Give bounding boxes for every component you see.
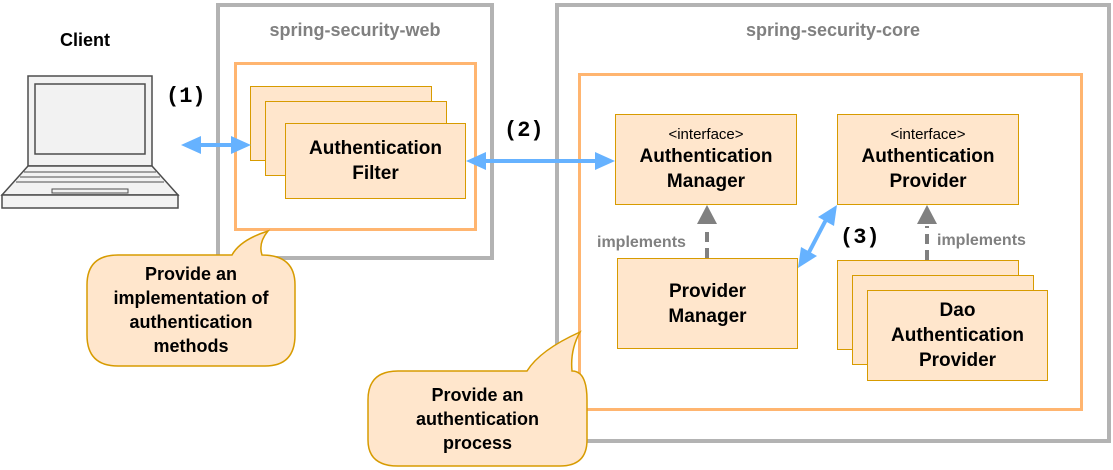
callout-web-line3: authentication — [129, 312, 253, 332]
client-label: Client — [59, 30, 110, 50]
provider-manager-box[interactable]: Provider Manager — [617, 258, 798, 349]
spring-security-core-title: spring-security-core — [745, 20, 921, 40]
implements-label-left: implements — [597, 234, 686, 251]
implements-label-right: implements — [937, 232, 1026, 249]
authentication-manager-stereotype: <interface> — [668, 125, 744, 143]
callout-web-line2: implementation of — [113, 288, 269, 308]
callout-web-line1: Provide an — [144, 264, 238, 284]
authentication-provider-line2: Provider — [889, 170, 967, 192]
dao-provider-line3: Provider — [918, 350, 997, 371]
callout-core-line3: process — [442, 433, 513, 453]
authentication-filter-line2: Filter — [352, 163, 399, 184]
authentication-provider-line1: Authentication — [861, 145, 995, 167]
authentication-manager-line2: Manager — [666, 170, 746, 192]
spring-security-web-title: spring-security-web — [269, 20, 441, 40]
authentication-manager-line1: Authentication — [639, 145, 773, 167]
step-3-label: (3) — [840, 225, 880, 250]
step-1-label: (1) — [166, 84, 206, 109]
callout-core-line2: authentication — [415, 409, 539, 429]
provider-manager-line1: Provider — [668, 280, 747, 302]
dao-authentication-provider-box[interactable]: Dao Authentication Provider — [867, 290, 1048, 381]
callout-web-text: Provide an implementation of authenticat… — [87, 262, 295, 358]
callout-core-text: Provide an authentication process — [368, 383, 587, 455]
callout-core-line1: Provide an — [431, 385, 524, 405]
authentication-provider-box[interactable]: <interface> Authentication Provider — [837, 114, 1019, 205]
authentication-provider-stereotype: <interface> — [890, 125, 966, 143]
dao-provider-line2: Authentication — [891, 325, 1024, 346]
provider-manager-line2: Manager — [668, 305, 747, 327]
dao-provider-line1: Dao — [939, 300, 976, 321]
authentication-manager-box[interactable]: <interface> Authentication Manager — [615, 114, 797, 205]
callout-web-line4: methods — [153, 336, 229, 356]
step-2-label: (2) — [504, 118, 544, 143]
authentication-filter-line1: Authentication — [309, 138, 442, 159]
authentication-filter-box[interactable]: Authentication Filter — [285, 123, 466, 199]
